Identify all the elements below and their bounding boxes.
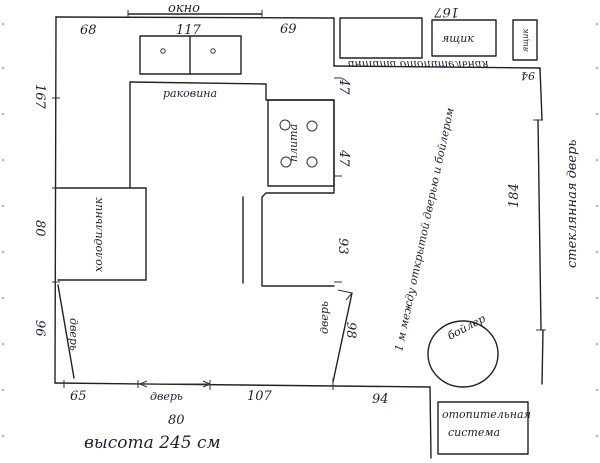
- dim-right-wall: 184: [507, 183, 522, 208]
- label-stove: плита: [287, 124, 300, 162]
- stove: [267, 99, 335, 187]
- dimension-ticks: [52, 77, 342, 390]
- label-door-right: дверь: [318, 301, 331, 334]
- dim-right-top: 94: [521, 69, 535, 82]
- dim-left-mid: 80: [32, 220, 47, 237]
- boiler: [427, 320, 499, 388]
- dim-bottom-mid: 107: [247, 389, 273, 404]
- heating-system: [437, 401, 529, 455]
- label-closet-heating: антита отопительная: [348, 58, 489, 71]
- counter-block: [54, 81, 335, 287]
- dim-left-lower: 96: [32, 320, 47, 337]
- label-closet-cabinet: ящик: [442, 32, 474, 45]
- label-heating-line2: система: [448, 426, 500, 439]
- label-sink: раковина: [163, 87, 217, 100]
- dim-top-right: 167: [433, 4, 459, 19]
- label-door-left: дверь: [67, 318, 80, 351]
- dim-top-mid: 69: [280, 22, 297, 37]
- label-fridge: холодильник: [92, 197, 105, 272]
- dim-counter-right: 93: [335, 238, 350, 255]
- dim-stove-top: 47: [336, 77, 351, 95]
- sink-unit: [139, 35, 242, 75]
- label-boiler: бойлер: [445, 312, 487, 343]
- label-height: высота 245 см: [84, 433, 221, 453]
- label-window: окно: [168, 1, 200, 16]
- page-margin-marks: [1, 22, 599, 438]
- label-door-bottom: дверь: [150, 390, 183, 403]
- door-right: [332, 289, 353, 383]
- label-glass-door: стеклянная дверь: [565, 140, 580, 268]
- dim-stove-bottom: 47: [336, 149, 351, 167]
- dim-door-right: 98: [343, 322, 358, 339]
- dim-bottom-left: 65: [70, 389, 87, 404]
- door-left: [57, 284, 75, 379]
- dim-door-width: 80: [168, 413, 185, 428]
- dim-window: 117: [176, 23, 202, 38]
- label-heating-line1: отопительная: [442, 408, 531, 421]
- glass-door: [533, 119, 546, 331]
- label-boiler-note: 1 м между открытой дверью и бойлером: [392, 107, 456, 353]
- top-right-cabinets: [339, 17, 538, 61]
- window: [127, 10, 263, 18]
- label-box-small: ящик: [521, 29, 530, 52]
- door-bottom: [139, 380, 211, 388]
- outer-walls: [54, 16, 544, 459]
- dim-left-upper: 167: [32, 84, 47, 110]
- dim-top-left: 68: [80, 23, 97, 38]
- dim-bottom-right: 94: [372, 392, 389, 407]
